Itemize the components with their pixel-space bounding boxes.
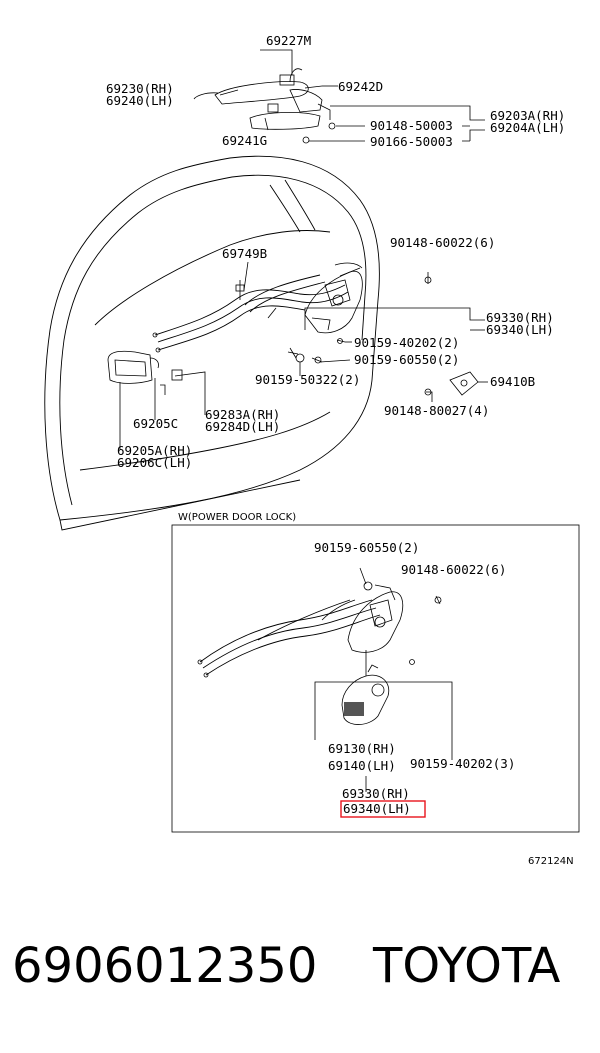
label-69330: 69330(RH) bbox=[486, 310, 554, 325]
label-inset-90159-60550: 90159-60550(2) bbox=[314, 540, 419, 555]
bracket-69203A bbox=[330, 105, 485, 142]
label-inset-90148-60022: 90148-60022(6) bbox=[401, 562, 506, 577]
label-69410B: 69410B bbox=[490, 374, 535, 389]
label-90159-50322: 90159-50322(2) bbox=[255, 372, 360, 387]
label-inset-69340: 69340(LH) bbox=[343, 801, 411, 816]
label-90148-80027: 90148-80027(4) bbox=[384, 403, 489, 418]
label-inset-69130: 69130(RH) bbox=[328, 741, 396, 756]
label-inset-69330: 69330(RH) bbox=[342, 786, 410, 801]
label-90159-60550: 90159-60550(2) bbox=[354, 352, 459, 367]
label-90148-60022: 90148-60022(6) bbox=[390, 235, 495, 250]
inner-cables bbox=[154, 274, 349, 351]
label-69206C: 69206C(LH) bbox=[117, 455, 192, 470]
label-69230: 69230(RH) bbox=[106, 81, 174, 96]
outer-handle-assembly bbox=[193, 49, 365, 144]
label-69241G: 69241G bbox=[222, 133, 267, 148]
labels: 69227M 69230(RH) 69240(LH) 69242D 69241G… bbox=[106, 33, 574, 867]
label-90166-50003: 90166-50003 bbox=[370, 134, 453, 149]
label-90148-50003: 90148-50003 bbox=[370, 118, 453, 133]
part-number: 6906012350 bbox=[12, 938, 318, 994]
bracket-69330 bbox=[304, 307, 485, 331]
label-69283A: 69283A(RH) bbox=[205, 407, 280, 422]
power-door-lock-inset bbox=[171, 524, 580, 833]
label-69203A: 69203A(RH) bbox=[490, 108, 565, 123]
brand-name: TOYOTA bbox=[373, 938, 561, 994]
label-69205C: 69205C bbox=[133, 416, 178, 431]
door-lock-assembly bbox=[304, 262, 363, 334]
label-69204A: 69204A(LH) bbox=[490, 120, 565, 135]
label-inset-90159-40202: 90159-40202(3) bbox=[410, 756, 515, 771]
screws bbox=[287, 272, 433, 402]
label-69284D: 69284D(LH) bbox=[205, 419, 280, 434]
label-69749B: 69749B bbox=[222, 246, 267, 261]
leader-lines bbox=[119, 261, 352, 450]
label-90159-40202: 90159-40202(2) bbox=[354, 335, 459, 350]
striker-69410B bbox=[449, 371, 488, 396]
label-inset-69140: 69140(LH) bbox=[328, 758, 396, 773]
highlight-box bbox=[340, 800, 426, 818]
cable-ends bbox=[152, 280, 277, 353]
label-69240: 69240(LH) bbox=[106, 93, 174, 108]
label-69205A: 69205A(RH) bbox=[117, 443, 192, 458]
door-outline bbox=[44, 155, 380, 531]
drawing-code: 672124N bbox=[528, 856, 574, 867]
label-69227M: 69227M bbox=[266, 33, 311, 48]
inside-handle bbox=[107, 350, 183, 395]
label-inset-title: W(POWER DOOR LOCK) bbox=[178, 512, 296, 523]
label-69242D: 69242D bbox=[338, 79, 383, 94]
label-69340: 69340(LH) bbox=[486, 322, 554, 337]
